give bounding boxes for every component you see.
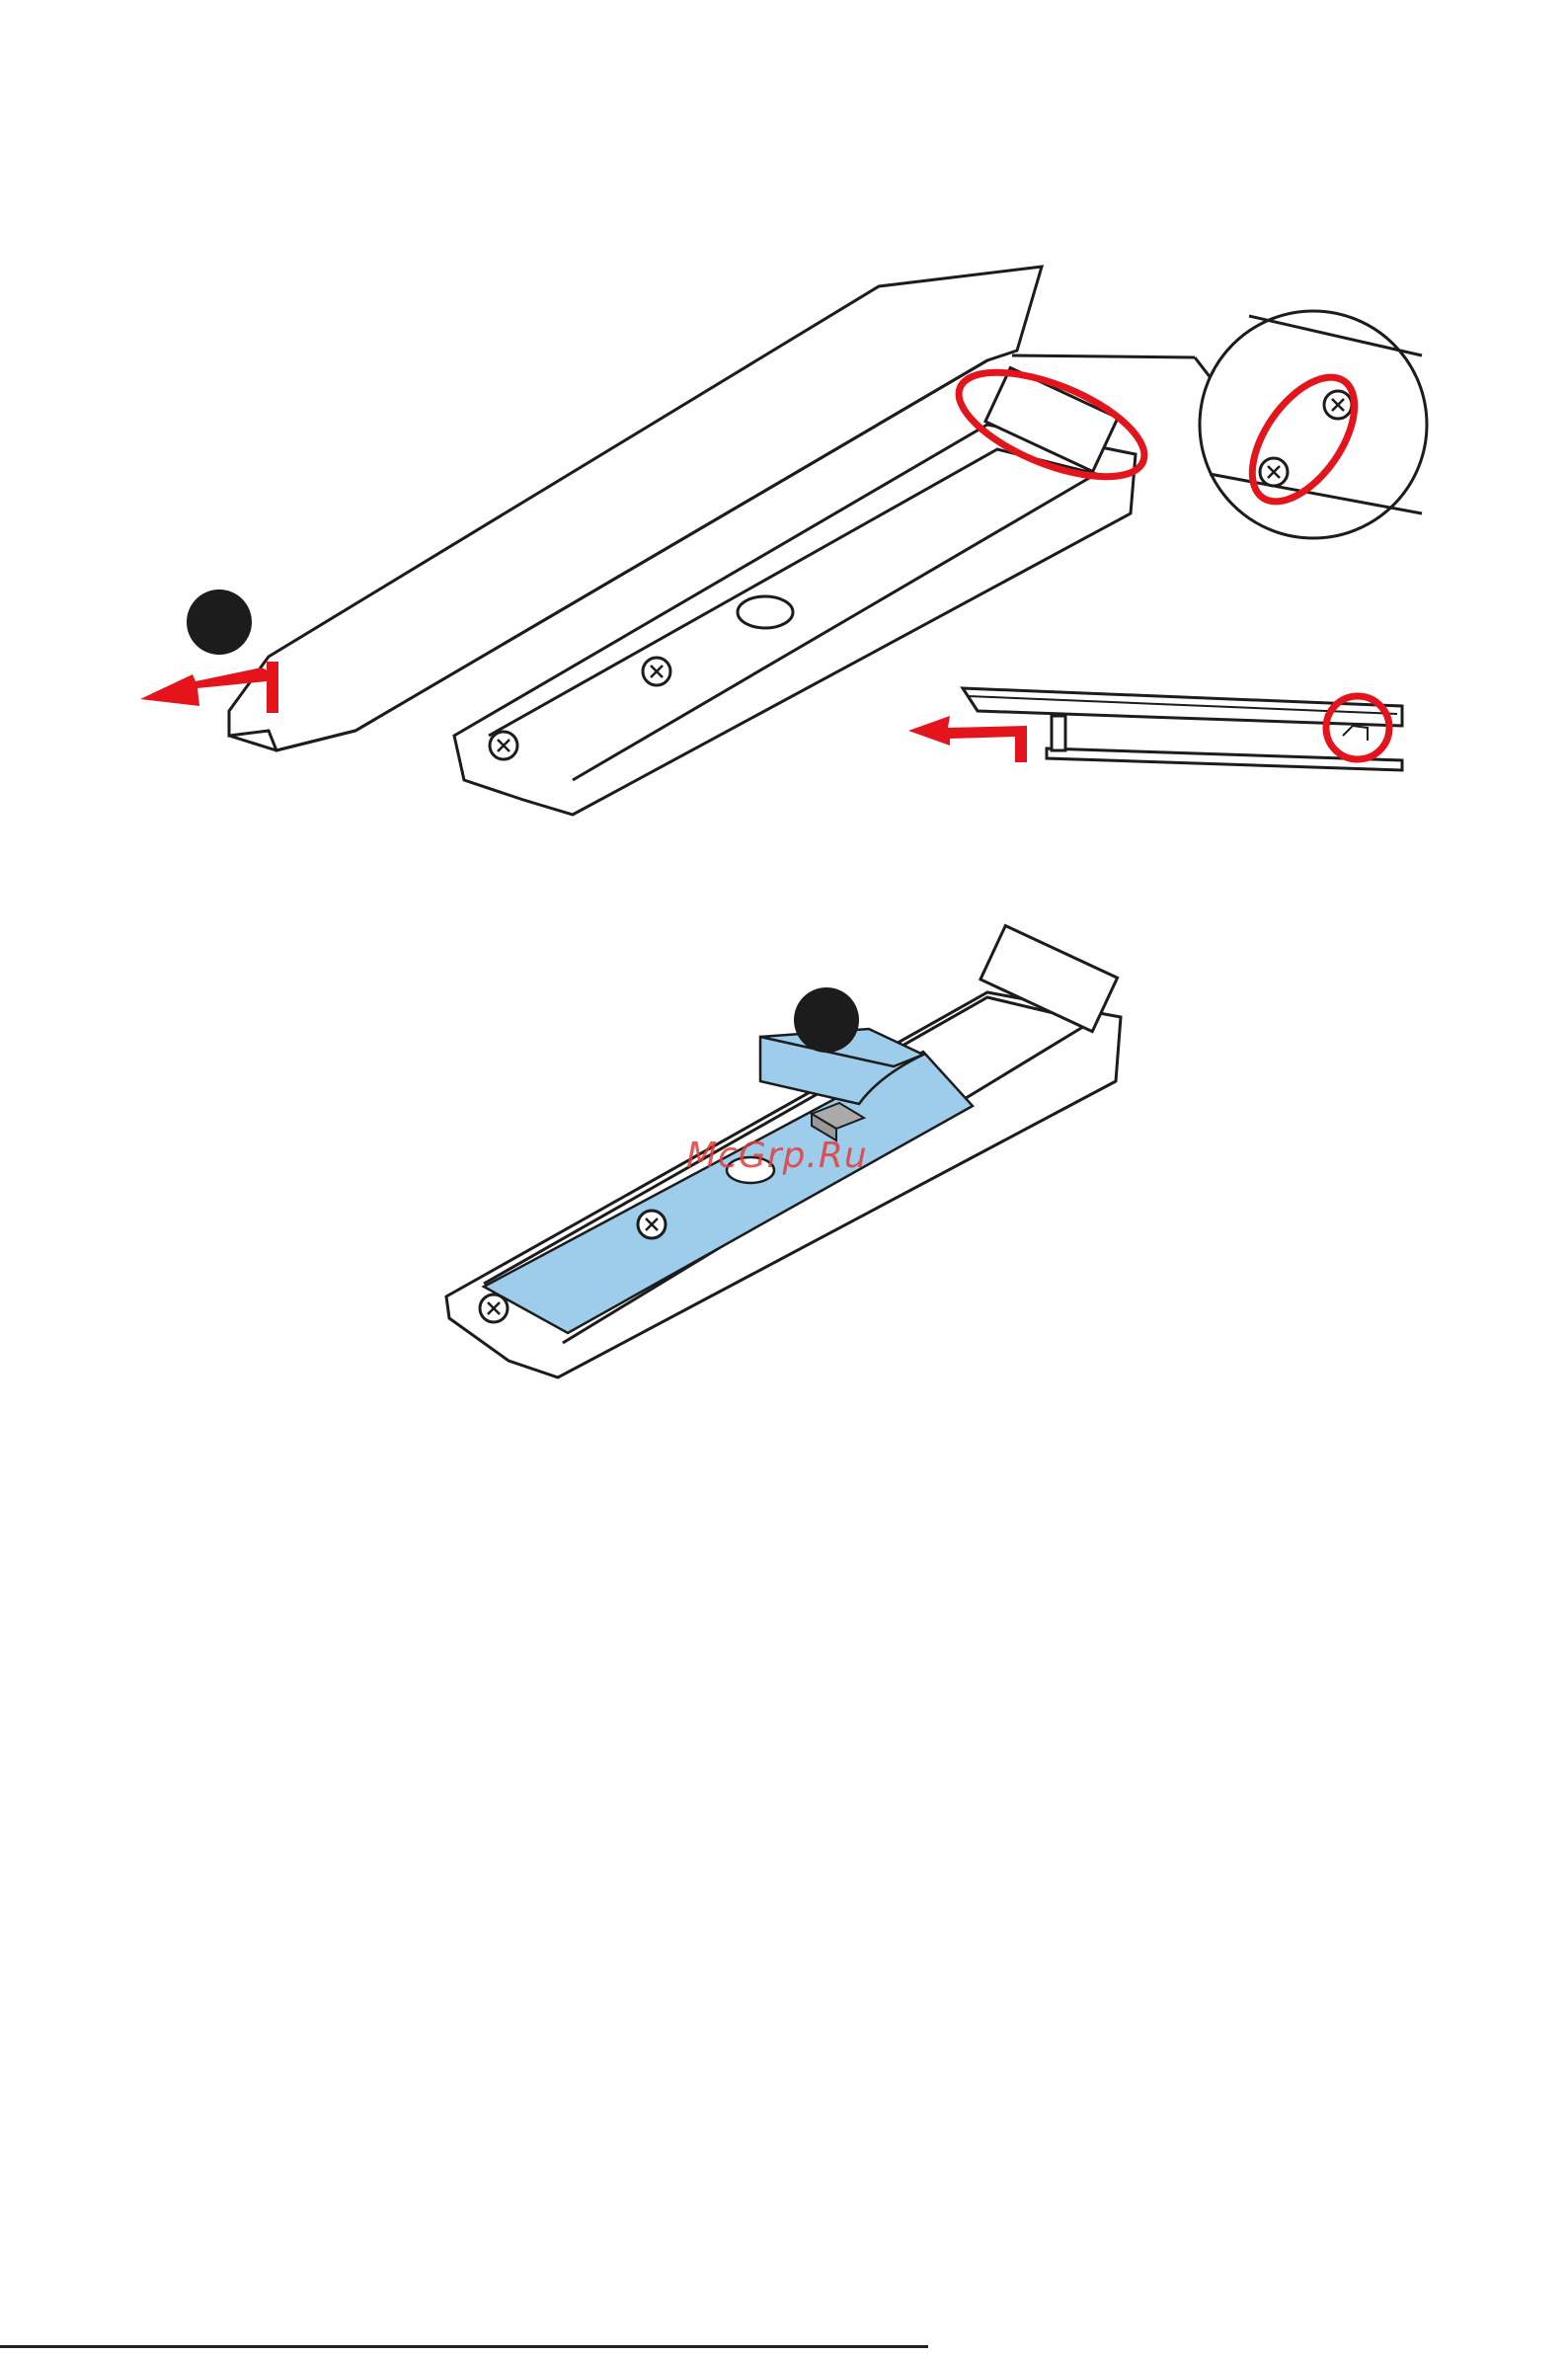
latch-icon bbox=[480, 1295, 508, 1322]
step-marker-1 bbox=[187, 589, 252, 655]
footer-rule bbox=[0, 2345, 928, 2348]
section-1-cover-removal bbox=[140, 267, 1427, 815]
screw-hole bbox=[738, 596, 793, 628]
watermark-text: McGrp.Ru bbox=[686, 1136, 868, 1176]
step-marker-2 bbox=[794, 987, 859, 1053]
arrow-icon bbox=[908, 716, 1027, 762]
standoff-icon bbox=[643, 658, 670, 685]
magnifier-callout-icon bbox=[1200, 311, 1427, 538]
side-view-cover bbox=[908, 688, 1402, 770]
standoff-icon bbox=[638, 1211, 666, 1238]
latch-icon bbox=[490, 732, 517, 759]
